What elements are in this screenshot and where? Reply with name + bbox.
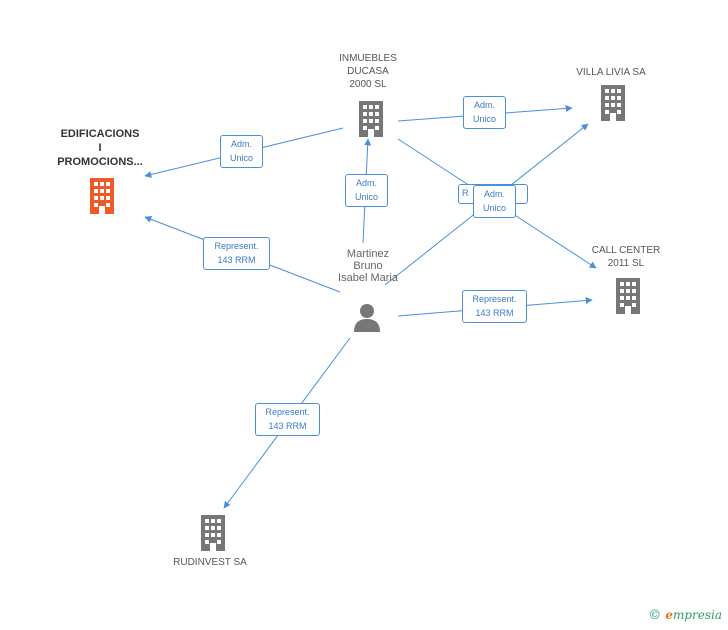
building-icon-villa[interactable]	[597, 85, 629, 121]
copyright-symbol: ©	[648, 608, 662, 623]
node-label-villa[interactable]: VILLA LIVIA SA	[576, 67, 646, 78]
node-label-inmuebles[interactable]: INMUEBLES DUCASA 2000 SL	[339, 53, 397, 90]
node-label-person[interactable]: Martinez Bruno Isabel Maria	[338, 248, 398, 284]
node-label-rudinvest[interactable]: RUDINVEST SA	[173, 557, 247, 568]
building-icon-rudinvest[interactable]	[197, 515, 229, 551]
node-label-edificacions[interactable]: EDIFICACIONS I PROMOCIONS...	[57, 128, 143, 168]
edge-label-adm-unico-villa: Adm. Unico	[463, 96, 506, 129]
building-icon-edificacions[interactable]	[86, 178, 118, 214]
building-icon-inmuebles[interactable]	[355, 101, 387, 137]
edge-label-adm-unico-edificacions: Adm. Unico	[220, 135, 263, 168]
node-label-callcenter[interactable]: CALL CENTER 2011 SL	[591, 245, 661, 269]
empresia-logo: ©empresia	[648, 608, 722, 623]
edge-label-represent-rudinvest: Represent. 143 RRM	[255, 403, 320, 436]
edge-label-adm-unico-inmuebles: Adm. Unico	[345, 174, 388, 207]
edge-label-adm-unico-callcenter: Adm. Unico	[473, 185, 516, 218]
building-icon-callcenter[interactable]	[612, 278, 644, 314]
person-icon[interactable]	[352, 302, 382, 332]
edge-label-represent-callcenter: Represent. 143 RRM	[462, 290, 527, 323]
brand-name: mpresia	[672, 608, 722, 622]
brand-letter-e: e	[665, 608, 673, 622]
edge-label-represent-edificacions: Represent. 143 RRM	[203, 237, 270, 270]
